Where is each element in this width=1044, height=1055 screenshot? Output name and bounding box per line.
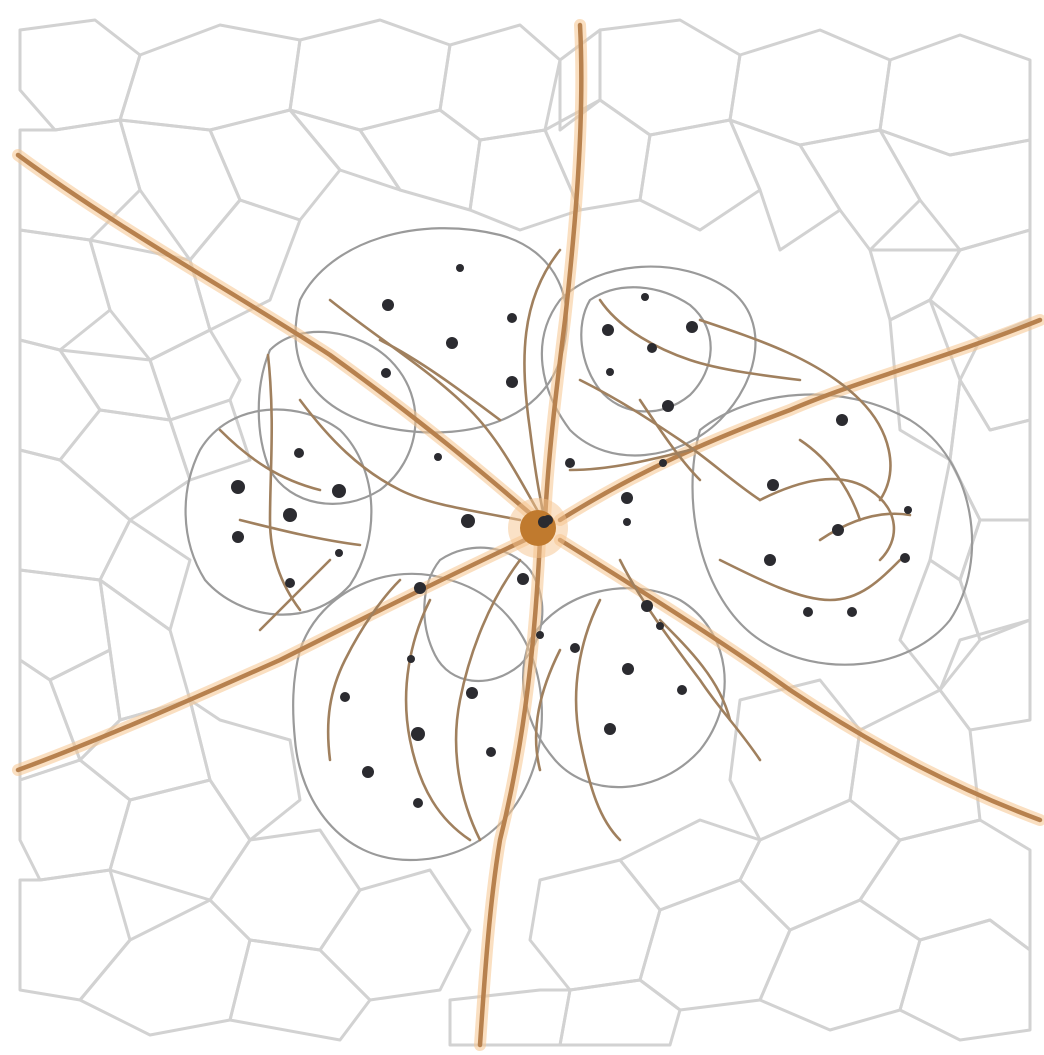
- synapse-dot: [647, 343, 657, 353]
- synapse-dot: [803, 607, 813, 617]
- synapse-dot: [686, 321, 698, 333]
- synapse-dot: [641, 600, 653, 612]
- synapse-dot: [536, 631, 544, 639]
- synapse-dot: [362, 766, 374, 778]
- soma-body: [520, 510, 556, 546]
- synapse-dot: [621, 492, 633, 504]
- synapse-dot: [381, 368, 391, 378]
- synapse-dot: [764, 554, 776, 566]
- synapse-dot: [446, 337, 458, 349]
- synapse-dot: [414, 582, 426, 594]
- synapse-dot: [382, 299, 394, 311]
- synapse-dot: [622, 663, 634, 675]
- synapse-dot: [434, 453, 442, 461]
- synapse-dot: [767, 479, 779, 491]
- synapse-dot: [506, 376, 518, 388]
- synapse-dot: [411, 727, 425, 741]
- synapse-dot: [904, 506, 912, 514]
- synapse-dot: [606, 368, 614, 376]
- synapse-dot: [602, 324, 614, 336]
- synapse-dot: [847, 607, 857, 617]
- synapse-dot: [604, 723, 616, 735]
- synapse-dot: [836, 414, 848, 426]
- synapse-dot: [335, 549, 343, 557]
- synapse-dot: [900, 553, 910, 563]
- synapse-dot: [466, 687, 478, 699]
- synapse-dot: [294, 448, 304, 458]
- synapse-dot: [832, 524, 844, 536]
- synapse-dot: [283, 508, 297, 522]
- soma: [508, 498, 568, 558]
- synapse-dot: [231, 480, 245, 494]
- synapse-dot: [407, 655, 415, 663]
- synapse-dot: [662, 400, 674, 412]
- synapse-dot: [340, 692, 350, 702]
- synapse-dot: [677, 685, 687, 695]
- synapse-dot: [543, 515, 553, 525]
- synapse-dot: [413, 798, 423, 808]
- synapse-dot: [232, 531, 244, 543]
- synapse-dot: [565, 458, 575, 468]
- synapse-dot: [623, 518, 631, 526]
- synapse-dot: [285, 578, 295, 588]
- synapse-dot: [461, 514, 475, 528]
- synapse-dot: [659, 459, 667, 467]
- synapse-dot: [656, 622, 664, 630]
- synapse-dot: [486, 747, 496, 757]
- synapse-dot: [332, 484, 346, 498]
- synapse-dot: [507, 313, 517, 323]
- synapse-dot: [570, 643, 580, 653]
- synapse-dot: [517, 573, 529, 585]
- synapse-dot: [641, 293, 649, 301]
- synapse-dot: [456, 264, 464, 272]
